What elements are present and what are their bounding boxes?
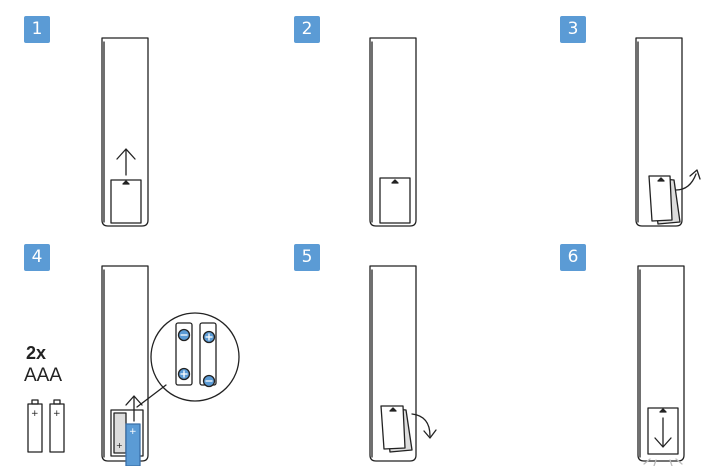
step6-remote — [637, 265, 685, 462]
arrow-up-icon — [116, 148, 136, 176]
polarity-plus-icon — [177, 367, 191, 381]
battery-icon: + — [27, 399, 43, 453]
step5-battery-cover — [380, 405, 413, 453]
step2-remote — [369, 37, 417, 227]
sparkle-icon — [643, 458, 683, 466]
battery-insert-icon: + — [125, 423, 141, 466]
step2-battery-cover — [379, 177, 411, 224]
polarity-plus-icon — [202, 330, 216, 344]
svg-text:+: + — [53, 409, 61, 419]
step-badge-1: 1 — [24, 16, 50, 43]
step5-remote — [369, 265, 417, 462]
magnifier-circle — [150, 312, 240, 402]
polarity-minus-icon — [202, 374, 216, 388]
step6-battery-cover — [647, 407, 679, 455]
step4-remote — [101, 265, 149, 462]
step-badge-5: 5 — [294, 244, 320, 271]
step1-battery-cover — [110, 179, 142, 224]
arrow-up-icon — [125, 395, 143, 422]
step-badge-6: 6 — [560, 244, 586, 271]
step-badge-4: 4 — [24, 244, 50, 271]
step-badge-2: 2 — [294, 16, 320, 43]
svg-text:+: + — [129, 427, 137, 437]
arrow-down-icon — [654, 417, 672, 448]
curved-arrow-down-icon — [411, 413, 437, 439]
step1-remote — [101, 37, 149, 227]
battery-quantity: 2x — [26, 343, 47, 363]
step-badge-3: 3 — [560, 16, 586, 43]
curved-arrow-up-icon — [675, 169, 701, 191]
step3-remote — [635, 37, 683, 227]
battery-type: AAA — [24, 365, 63, 386]
svg-text:+: + — [31, 409, 39, 419]
battery-icon: + — [49, 399, 65, 453]
step3-battery-cover-lifted — [648, 175, 681, 225]
svg-text:+: + — [116, 441, 123, 450]
polarity-minus-icon — [177, 328, 191, 342]
